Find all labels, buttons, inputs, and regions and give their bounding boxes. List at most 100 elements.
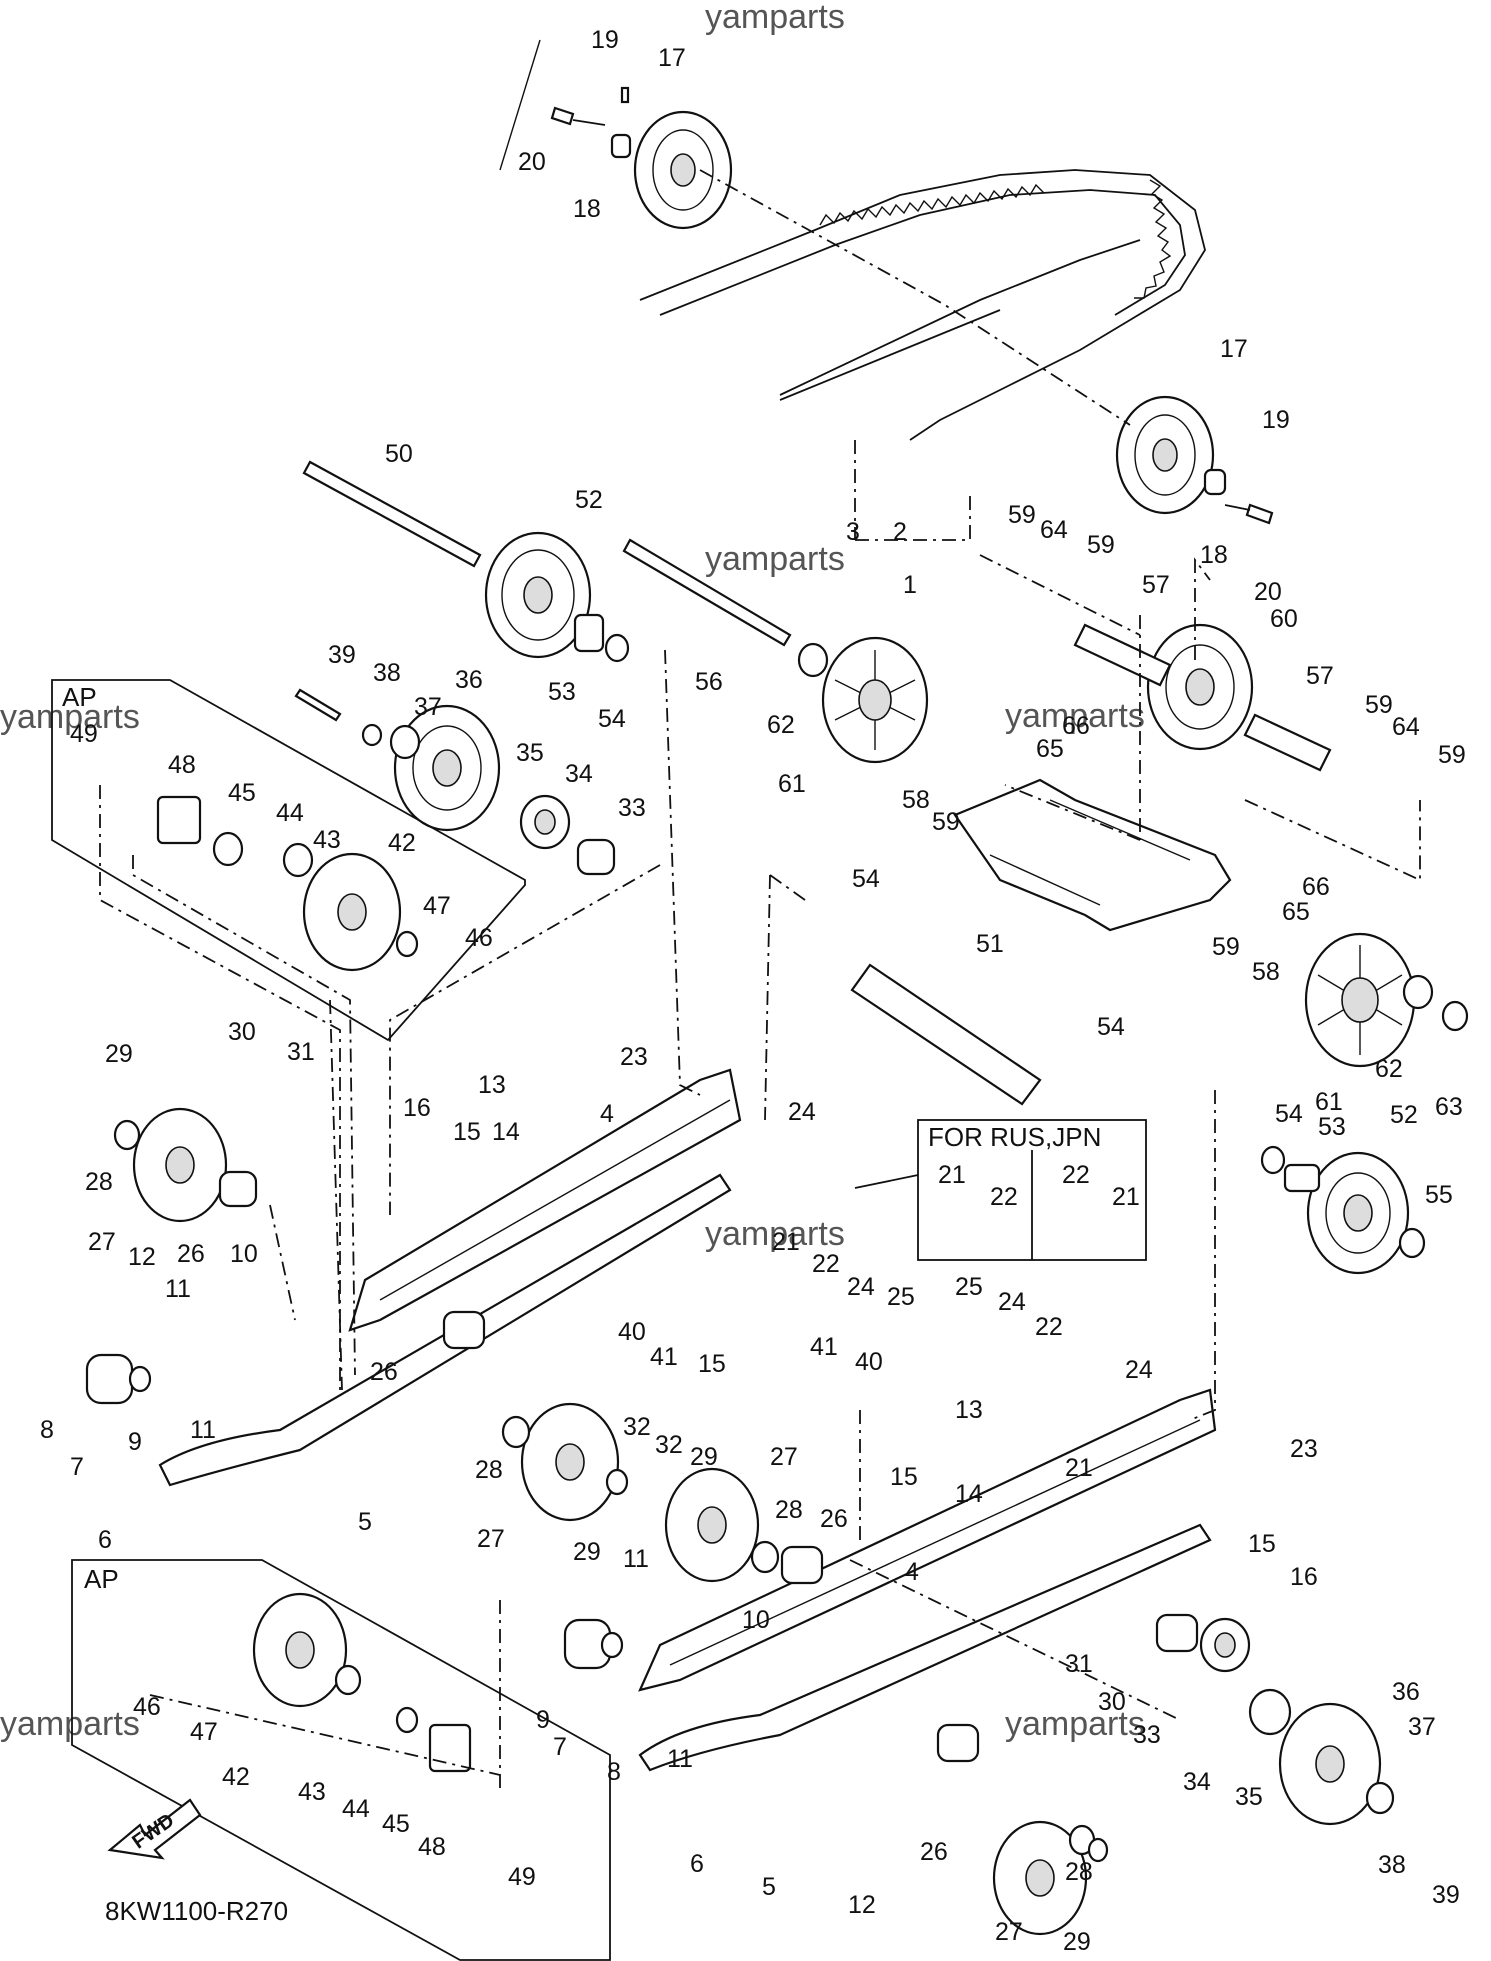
slide-rail-5-lower [638,1523,1212,1772]
callout-label: 27 [995,1918,1023,1946]
callout-label: 47 [423,892,451,920]
callout-label: 27 [477,1525,505,1553]
diagram-code: 8KW1100-R270 [105,1896,288,1926]
callout-label: 25 [887,1283,915,1311]
callout-label: 26 [820,1505,848,1533]
slide-rail-4-upper [348,1068,742,1332]
callout-label: 34 [1183,1768,1211,1796]
callout-label: 62 [1375,1055,1403,1083]
callout-label: 2 [893,518,907,546]
shaft-51 [850,963,1042,1106]
callout-label: 13 [478,1071,506,1099]
callout-label: 36 [455,666,483,694]
callout-label: 14 [492,1118,520,1146]
callout-label: 48 [168,751,196,779]
wheel-42-upper [156,795,419,972]
callout-label: 42 [388,829,416,857]
callout-label: 15 [698,1350,726,1378]
callout-label: 66 [1062,712,1090,740]
callout-label: 16 [403,1094,431,1122]
leader-lines [99,39,1421,1790]
callout-label: 28 [775,1496,803,1524]
wheel-27-mid [501,1402,629,1522]
callout-label: 63 [1435,1093,1463,1121]
callout-label: 55 [1425,1181,1453,1209]
bumper-26-mid [442,1310,486,1350]
callout-label: 30 [228,1018,256,1046]
wheel-27-lower [992,1820,1109,1936]
idler-wheel-17-right [1115,395,1274,525]
callout-label: 27 [88,1228,116,1256]
wheel-42-lower [252,1592,472,1773]
callout-label: 13 [955,1396,983,1424]
callout-label: 59 [1087,531,1115,559]
callout-label: 30 [1098,1688,1126,1716]
watermark-bottom-left: yamparts [0,1705,140,1743]
for-rus-jpn-label: FOR RUS,JPN [928,1122,1101,1152]
callout-label: 58 [1252,958,1280,986]
callout-label: 24 [998,1288,1026,1316]
callout-label: 46 [133,1693,161,1721]
callout-label: 9 [128,1428,142,1456]
shaft-56 [622,538,792,647]
callout-label: 32 [655,1431,683,1459]
callout-label: 34 [565,760,593,788]
callout-label: 21 [772,1228,800,1256]
callout-label: 35 [1235,1783,1263,1811]
callout-label: 7 [553,1733,567,1761]
callout-label: 32 [623,1413,651,1441]
callout-label: 59 [1438,741,1466,769]
wheel-52-right [1260,1145,1426,1275]
watermark-top: yamparts [705,0,845,36]
wheel-60 [1146,623,1254,751]
callout-label: 31 [287,1038,315,1066]
bumper-26-mid2 [780,1545,824,1585]
bumper-26-left [218,1170,258,1208]
callout-label: 10 [742,1606,770,1634]
callout-label: 54 [852,865,880,893]
callout-label: 44 [342,1795,370,1823]
callout-label: 22 [1062,1161,1090,1189]
callout-label: 52 [1390,1101,1418,1129]
callout-label: 17 [1220,335,1248,363]
callout-label: 6 [690,1850,704,1878]
callout-label: 37 [414,693,442,721]
callout-label: 10 [230,1240,258,1268]
callout-label: 28 [1065,1858,1093,1886]
callout-label: 23 [1290,1435,1318,1463]
callout-label: 38 [373,659,401,687]
callout-label: 54 [598,705,626,733]
callout-label: 59 [1365,691,1393,719]
callouts: 19 17 20 18 17 19 18 20 3 2 1 50 52 53 5… [40,26,1466,1956]
callout-label: 65 [1282,898,1310,926]
ap-panel-top: AP [51,679,526,1042]
callout-label: 36 [1392,1678,1420,1706]
callout-label: 50 [385,440,413,468]
callout-label: 54 [1097,1013,1125,1041]
stopper-block-7-lower [563,1618,624,1670]
callout-label: 33 [1133,1721,1161,1749]
pivot-arm [953,778,1232,932]
callout-label: 60 [1270,605,1298,633]
callout-label: 21 [1065,1454,1093,1482]
wheel-27-mid-right [664,1467,780,1583]
callout-label: 22 [812,1250,840,1278]
fwd-arrow-icon: FWD [107,1798,202,1860]
callout-label: 21 [1112,1183,1140,1211]
callout-label: 24 [1125,1356,1153,1384]
callout-label: 15 [453,1118,481,1146]
callout-label: 57 [1142,571,1170,599]
callout-label: 18 [573,195,601,223]
bumper-26-lower [936,1723,980,1763]
callout-label: 16 [1290,1563,1318,1591]
callout-label: 64 [1040,516,1068,544]
callout-label: 56 [695,668,723,696]
callout-label: 40 [618,1318,646,1346]
wheel-61-right [1304,932,1469,1068]
callout-label: 11 [190,1416,216,1444]
callout-label: 4 [905,1558,919,1586]
callout-label: 45 [228,779,256,807]
wheel-36-lower [1248,1688,1395,1826]
callout-label: 31 [1065,1650,1093,1678]
callout-label: 28 [85,1168,113,1196]
